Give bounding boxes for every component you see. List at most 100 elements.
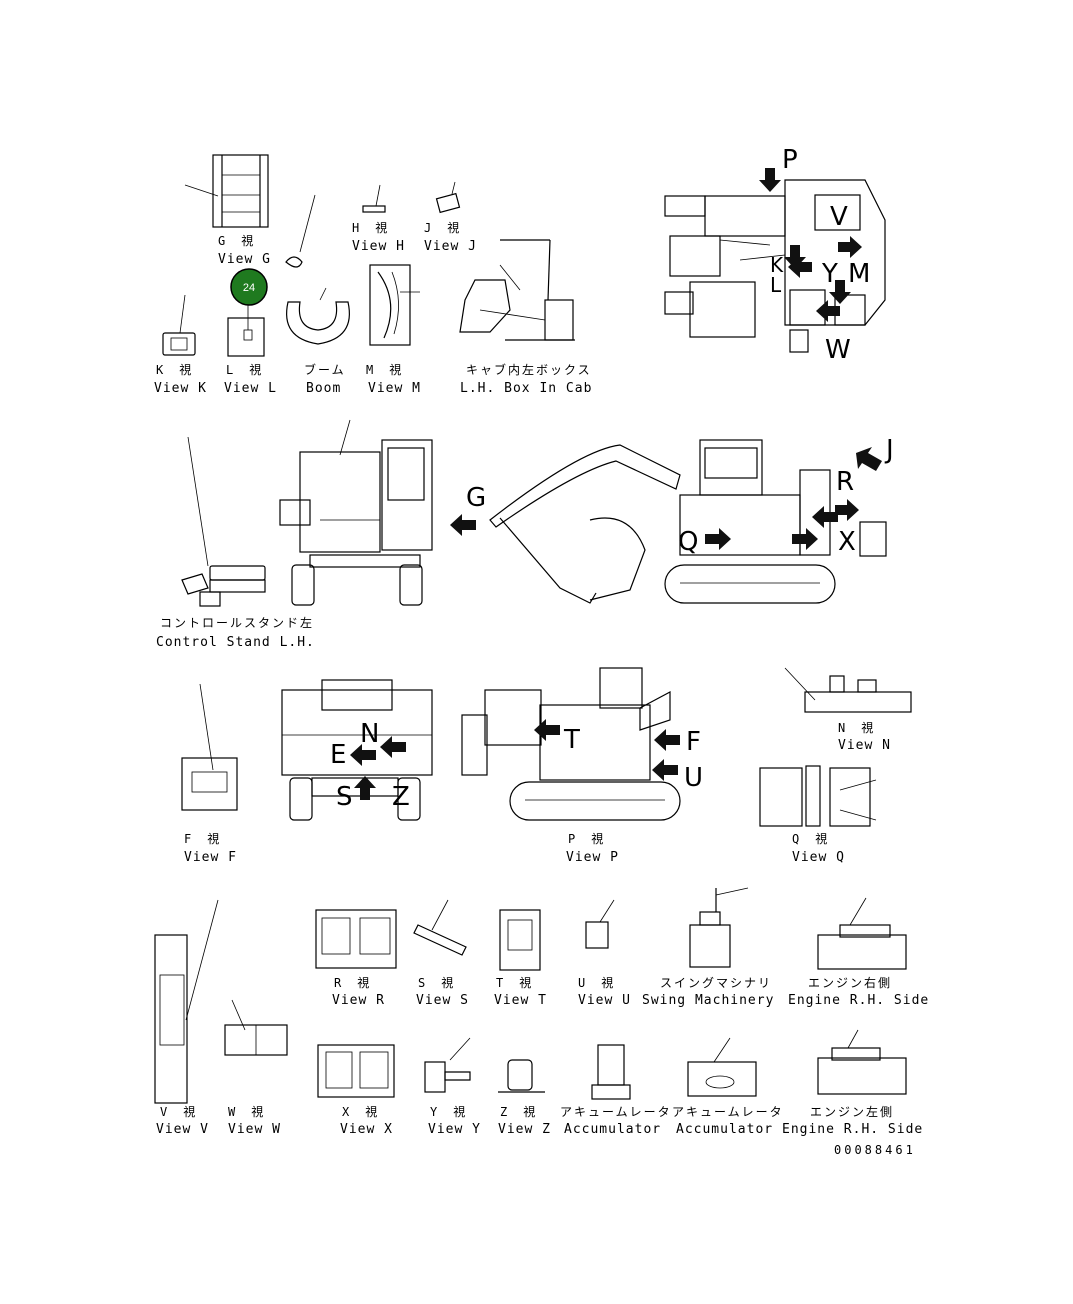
lh-box-jp: キャブ内左ボックス <box>466 362 592 377</box>
view-k-en: View K <box>154 381 207 396</box>
engine-rh-jp: エンジン右側 <box>808 975 892 990</box>
arrow-x1 <box>812 506 838 528</box>
view-n-jp: N 視 <box>838 720 875 735</box>
engine-lh-en: Engine R.H. Side <box>782 1122 923 1137</box>
letter-u: U <box>684 763 703 793</box>
view-h-drawing <box>362 184 386 213</box>
rear-view-machine <box>281 679 433 821</box>
view-j-jp: J 視 <box>424 220 461 235</box>
view-z-jp: Z 視 <box>500 1104 537 1119</box>
view-t-drawing <box>499 909 541 971</box>
view-y-drawing <box>424 1037 471 1093</box>
view-m-drawing <box>369 264 420 346</box>
view-r-drawing <box>315 909 397 969</box>
view-m-jp: M 視 <box>366 362 403 377</box>
view-y-jp: Y 視 <box>430 1104 467 1119</box>
view-k-drawing <box>162 294 196 356</box>
arrow-top-5 <box>829 280 851 304</box>
view-u-jp: U 視 <box>578 975 615 990</box>
view-s-drawing <box>413 899 467 956</box>
accumulator-1-drawing <box>591 1044 631 1100</box>
control-stand-jp: コントロールスタンド左 <box>160 615 314 630</box>
arrow-t <box>534 719 560 741</box>
letter-t: T <box>563 725 580 755</box>
arrow-top-4 <box>788 256 812 278</box>
letter-s: S <box>336 782 353 812</box>
view-u-drawing <box>585 899 615 949</box>
engine-rh-drawing <box>817 897 907 970</box>
view-x-jp: X 視 <box>342 1104 379 1119</box>
accumulator-2-jp: アキュームレータ <box>672 1105 784 1119</box>
letter-r: R <box>836 467 854 497</box>
front-view-machine <box>279 419 433 606</box>
boom-en: Boom <box>306 381 341 396</box>
letter-m-top: M <box>848 259 870 289</box>
engine-lh-jp: エンジン左側 <box>810 1104 894 1119</box>
arrow-q <box>705 528 731 550</box>
arrow-top-6 <box>816 300 840 322</box>
view-w-en: View W <box>228 1122 281 1137</box>
swing-en: Swing Machinery <box>642 993 774 1008</box>
view-g-en: View G <box>218 252 271 267</box>
letter-f: F <box>686 727 701 757</box>
arrow-n <box>380 736 406 758</box>
view-h-jp: H 視 <box>352 220 389 235</box>
view-n-drawing <box>784 667 912 713</box>
control-stand-drawing <box>181 436 266 607</box>
arrow-f <box>654 729 680 751</box>
view-l-en: View L <box>224 381 277 396</box>
view-j-en: View J <box>424 239 477 254</box>
view-v-en: View V <box>156 1122 209 1137</box>
bracket-part <box>285 194 316 268</box>
letter-n: N <box>360 719 379 749</box>
item-number-badge[interactable]: 24 <box>230 268 268 306</box>
arrow-r <box>835 499 859 521</box>
part-number: 00088461 <box>834 1143 916 1157</box>
letter-w-top: W <box>825 335 851 365</box>
arrow-x2 <box>792 528 818 550</box>
view-z-en: View Z <box>498 1122 551 1137</box>
letter-v-top: V <box>830 202 848 232</box>
letter-p-top: P <box>782 145 798 175</box>
arrow-u <box>652 759 678 781</box>
view-n-en: View N <box>838 738 891 753</box>
view-s-en: View S <box>416 993 469 1008</box>
letter-q: Q <box>678 527 698 557</box>
accumulator-1-jp: アキュームレータ <box>560 1105 672 1119</box>
view-u-en: View U <box>578 993 631 1008</box>
view-h-en: View H <box>352 239 405 254</box>
engine-rh-en: Engine R.H. Side <box>788 993 929 1008</box>
view-v-jp: V 視 <box>160 1104 197 1119</box>
lh-box-en: L.H. Box In Cab <box>460 381 592 396</box>
view-z-drawing <box>498 1059 545 1093</box>
letter-y-top: Y <box>821 259 838 289</box>
letter-e: E <box>330 740 346 770</box>
arrow-j <box>856 447 882 471</box>
letter-g: G <box>466 483 486 513</box>
view-t-jp: T 視 <box>496 975 533 990</box>
letter-z: Z <box>392 782 410 812</box>
view-j-drawing <box>435 181 461 214</box>
view-l-drawing <box>227 305 265 357</box>
accumulator-1-en: Accumulator <box>564 1122 661 1137</box>
arrow-g <box>450 514 476 536</box>
letter-x: X <box>838 527 856 557</box>
lh-box-in-cab-drawing <box>459 239 575 341</box>
boom-jp: ブーム <box>304 362 346 377</box>
view-l-jp: L 視 <box>226 362 263 377</box>
view-g-jp: G 視 <box>218 233 255 248</box>
letter-l-top: L <box>770 273 782 297</box>
side-view-machine <box>489 439 887 604</box>
letter-j: J <box>884 435 894 465</box>
view-f-jp: F 視 <box>184 831 221 846</box>
arrow-e <box>350 744 376 766</box>
view-t-en: View T <box>494 993 547 1008</box>
accumulator-2-drawing <box>687 1037 757 1097</box>
view-p-machine <box>461 667 681 821</box>
boom-drawing <box>286 287 350 345</box>
control-stand-en: Control Stand L.H. <box>156 635 315 650</box>
arrow-top-1 <box>759 168 781 192</box>
view-s-jp: S 視 <box>418 975 455 990</box>
arrow-top-2 <box>838 236 862 258</box>
engine-lh-drawing <box>817 1029 907 1095</box>
